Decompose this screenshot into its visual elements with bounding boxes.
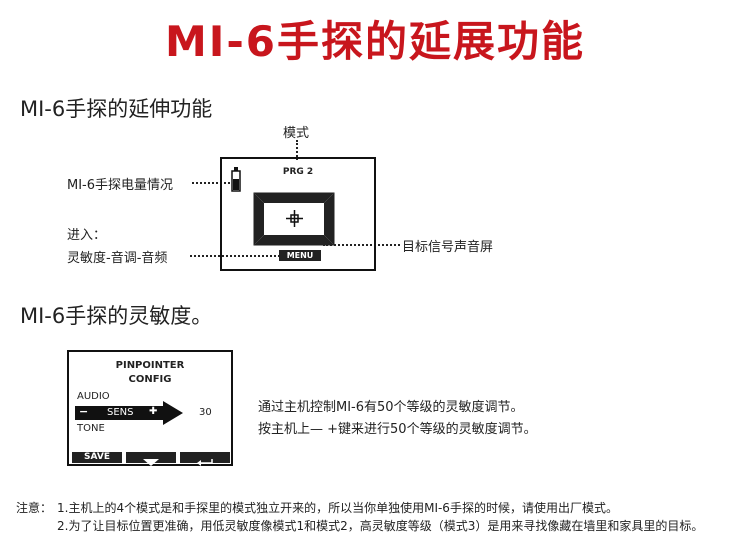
battery-leader-line [192, 182, 230, 184]
program-label: PRG 2 [282, 167, 314, 177]
notes-prefix: 注意： [16, 501, 53, 515]
menu-description: 灵敏度-音调-音频 [67, 251, 168, 266]
enter-label: 进入： [67, 228, 107, 243]
back-button[interactable] [180, 452, 230, 466]
menu-leader-line [190, 255, 280, 257]
handheld-screen: PRG 2 MENU [220, 157, 376, 271]
note-line-2: 2.为了让目标位置更准确，用低灵敏度像模式1和模式2，高灵敏度等级（模式3）是用… [57, 519, 704, 533]
sens-value: 30 [199, 407, 212, 418]
mode-leader-line [296, 140, 298, 160]
plus-button[interactable]: ✚ [149, 406, 158, 417]
page-title: MI-6手探的延展功能 [164, 17, 586, 66]
target-display-icon [253, 192, 335, 246]
minus-button[interactable]: − [79, 405, 89, 418]
audio-option[interactable]: AUDIO [77, 391, 110, 402]
down-arrow-icon [143, 459, 159, 466]
target-signal-label: 目标信号声音屏 [402, 240, 494, 255]
mode-label: 模式 [283, 126, 310, 141]
battery-icon [231, 167, 241, 192]
tone-option[interactable]: TONE [77, 423, 105, 434]
battery-label: MI-6手探电量情况 [67, 178, 174, 193]
sens-arrow-icon [75, 401, 183, 425]
target-leader-line [323, 244, 400, 246]
config-title-line1: PINPOINTER [115, 360, 185, 371]
note-line-1: 1.主机上的4个模式是和手探里的模式独立开来的，所以当你单独使用MI-6手探的时… [57, 501, 618, 515]
sensitivity-desc-2: 按主机上— +键来进行50个等级的灵敏度调节。 [258, 422, 537, 437]
save-button[interactable]: SAVE [72, 452, 122, 463]
menu-button[interactable]: MENU [279, 250, 321, 261]
sensitivity-desc-1: 通过主机控制MI-6有50个等级的灵敏度调节。 [258, 400, 524, 415]
config-screen: PINPOINTER CONFIG AUDIO − SENS ✚ 30 TONE… [67, 350, 233, 466]
sens-option[interactable]: SENS [107, 407, 134, 418]
down-button[interactable] [126, 452, 176, 466]
section-heading-sensitivity: MI-6手探的灵敏度。 [20, 304, 213, 328]
config-title-line2: CONFIG [128, 374, 172, 385]
return-arrow-icon [197, 459, 213, 466]
section-heading-extension: MI-6手探的延伸功能 [20, 97, 213, 121]
